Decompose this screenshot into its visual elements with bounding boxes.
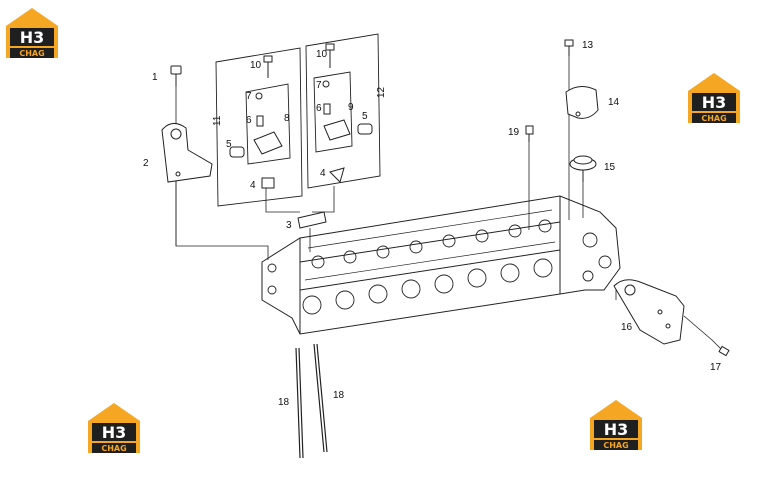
part-thermostat-housing-14 [565,86,599,119]
callout-4-left: 4 [250,180,256,191]
callout-8: 8 [284,113,290,124]
callout-10-right: 10 [316,49,328,60]
callout-2: 2 [143,158,149,169]
part-plate-3 [297,211,327,229]
callout-5-left: 5 [226,139,232,150]
callout-9: 9 [348,102,354,113]
svg-text:CHAG: CHAG [101,444,126,453]
callout-7-right: 7 [316,80,322,91]
callout-1: 1 [152,72,158,83]
callout-6-right: 6 [316,103,322,114]
group-box-11 [215,47,303,207]
callout-11: 11 [212,115,223,126]
callout-4-right: 4 [320,168,326,179]
part-bolt-1 [170,65,182,86]
part-bracket-2 [161,123,213,183]
callout-3: 3 [286,220,292,231]
callouts: 1 2 3 4 4 5 5 6 6 7 7 8 9 10 10 11 12 13… [143,40,722,408]
part-cover-plate-16 [613,279,685,345]
callout-6-left: 6 [246,115,252,126]
part-rocker-arm-set-11 [229,55,283,189]
watermark-logo-bottom-left: H3 CHAG [88,403,140,453]
watermark-logo-top-left: H3 CHAG [6,8,58,58]
part-sensor-19 [525,125,534,142]
callout-5-right: 5 [362,111,368,122]
callout-19: 19 [508,127,520,138]
svg-text:CHAG: CHAG [19,49,44,58]
svg-text:H3: H3 [20,28,45,47]
part-thermostat-15 [569,155,597,182]
watermark-logo-bottom-right: H3 CHAG [590,400,642,450]
callout-16: 16 [621,322,633,333]
svg-text:H3: H3 [604,420,629,439]
svg-text:CHAG: CHAG [603,441,628,450]
callout-17: 17 [710,362,722,373]
callout-13: 13 [582,40,594,51]
watermark-logo-top-right: H3 CHAG [688,73,740,123]
callout-15: 15 [604,162,616,173]
callout-7-left: 7 [246,91,252,102]
part-bolt-17 [718,345,730,357]
part-rocker-arm-set-12 [322,43,373,183]
svg-text:H3: H3 [102,423,127,442]
part-pushrods-18 [295,343,328,459]
svg-text:CHAG: CHAG [701,114,726,123]
callout-18-left: 18 [278,397,290,408]
callout-12: 12 [376,86,387,98]
cylinder-head [261,195,621,335]
callout-18-right: 18 [333,390,345,401]
svg-text:H3: H3 [702,93,727,112]
callout-14: 14 [608,97,620,108]
part-bolt-13 [564,39,574,56]
group-box-12 [305,33,381,189]
callout-10-left: 10 [250,60,262,71]
